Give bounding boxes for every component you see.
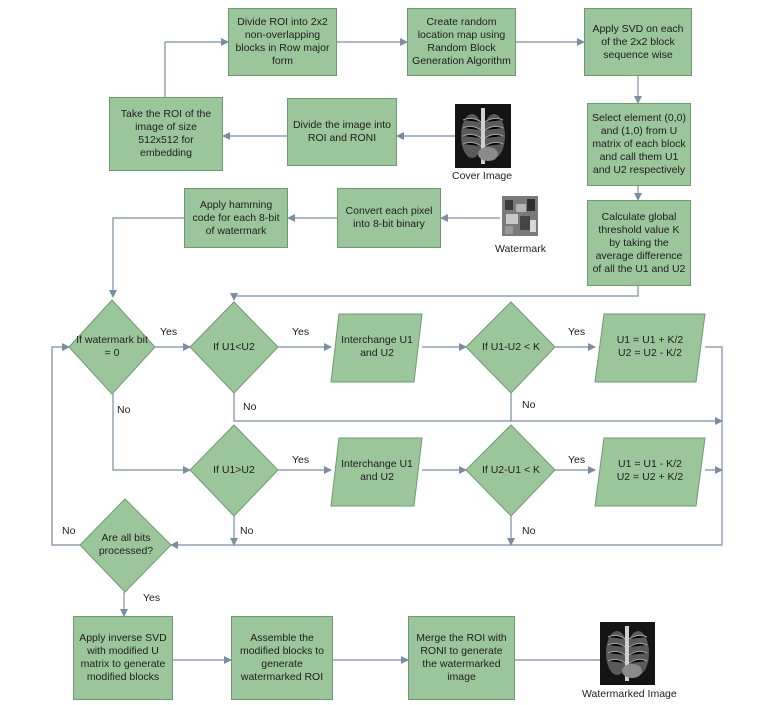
interchange-2-shape	[330, 437, 423, 507]
if-watermark-bit-text: If watermark bit = 0	[76, 334, 148, 359]
select-element-box: Select element (0,0) and (1,0) from U ma…	[587, 103, 691, 186]
divide-roi-blocks-box: Divide ROI into 2x2 non-overlapping bloc…	[228, 8, 337, 76]
cover-image-xray	[455, 104, 511, 168]
update-2-shape	[594, 437, 706, 507]
update-1-shape	[594, 313, 706, 383]
interchange-1-text: Interchange U1 and U2	[341, 334, 413, 359]
convert-pixel-box: Convert each pixel into 8-bit binary	[337, 188, 441, 248]
interchange-2-text: Interchange U1 and U2	[341, 458, 413, 483]
edge-label-yes: Yes	[160, 326, 178, 338]
apply-svd-box: Apply SVD on each of the 2x2 block seque…	[584, 8, 692, 76]
decision-u1-minus-u2-shape	[465, 301, 556, 394]
merge-roi-box: Merge the ROI with RONI to generate the …	[408, 616, 515, 700]
if-u2-minus-u1-text: If U2-U1 < K	[481, 463, 541, 476]
update-2-text: U1 = U1 - K/2 U2 = U2 + K/2	[616, 458, 684, 483]
divide-image-box: Divide the image into ROI and RONI	[287, 98, 397, 166]
edge-label-no: No	[522, 399, 536, 411]
watermarked-image-label: Watermarked Image	[582, 688, 677, 700]
inverse-svd-box: Apply inverse SVD with modified U matrix…	[73, 616, 173, 700]
edge-label-yes: Yes	[292, 326, 310, 338]
cover-image-label: Cover Image	[452, 170, 513, 182]
hamming-code-box: Apply hamming code for each 8-bit of wat…	[184, 188, 288, 248]
edge-label-yes: Yes	[568, 454, 586, 466]
assemble-blocks-box: Assemble the modified blocks to generate…	[231, 616, 333, 700]
watermark-label: Watermark	[495, 243, 546, 255]
edge-label-yes: Yes	[568, 326, 586, 338]
if-u1-lt-u2-text: If U1<U2	[213, 340, 255, 353]
random-location-map-box: Create random location map using Random …	[407, 8, 516, 76]
update-1-text: U1 = U1 + K/2 U2 = U2 - K/2	[616, 334, 684, 359]
global-threshold-box: Calculate global threshold value K by ta…	[587, 200, 691, 286]
watermark-image	[502, 196, 538, 236]
edge-label-no: No	[117, 404, 131, 416]
if-u1-gt-u2-text: If U1>U2	[213, 463, 255, 476]
decision-all-bits-shape	[79, 498, 172, 593]
take-roi-box: Take the ROI of the image of size 512x51…	[109, 97, 223, 171]
decision-watermark-bit-shape	[68, 299, 156, 395]
edge-label-no: No	[62, 525, 76, 537]
edge-label-no: No	[522, 525, 536, 537]
edge-label-no: No	[243, 401, 257, 413]
if-u1-minus-u2-text: If U1-U2 < K	[481, 340, 541, 353]
decision-u1-gt-u2-shape	[189, 424, 279, 517]
edge-label-yes: Yes	[143, 592, 161, 604]
watermarked-image-xray	[600, 622, 655, 685]
interchange-1-shape	[330, 313, 423, 383]
edge-label-yes: Yes	[292, 454, 310, 466]
all-bits-processed-text: Are all bits processed?	[98, 532, 154, 557]
edge-label-no: No	[240, 525, 254, 537]
decision-u1-lt-u2-shape	[189, 301, 279, 394]
decision-u2-minus-u1-shape	[465, 424, 556, 517]
